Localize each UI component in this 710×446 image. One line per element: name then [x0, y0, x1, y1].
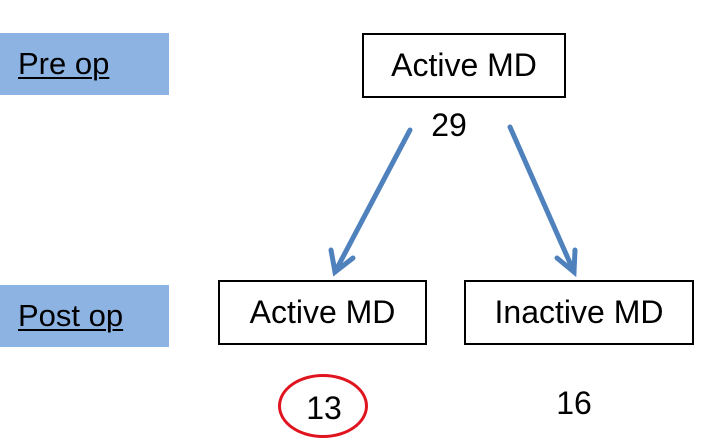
stage-label-pre-op-text: Pre op: [18, 46, 110, 81]
node-pre-op-active-md: Active MD: [362, 33, 566, 98]
node-post-op-inactive-md-label: Inactive MD: [494, 294, 664, 330]
count-pre-op-active-md: 29: [431, 107, 467, 143]
node-post-op-active-md-label: Active MD: [249, 294, 396, 330]
arrow-to-post-active: [328, 127, 413, 277]
node-post-op-inactive-md: Inactive MD: [464, 280, 694, 345]
highlight-circle: [278, 374, 368, 438]
stage-label-post-op-text: Post op: [18, 298, 124, 333]
stage-label-post-op: Post op: [0, 285, 169, 347]
stage-label-pre-op: Pre op: [0, 33, 169, 95]
node-post-op-active-md: Active MD: [218, 280, 427, 345]
arrow-to-post-inactive: [507, 124, 578, 278]
count-post-op-inactive-md: 16: [556, 385, 592, 421]
node-pre-op-active-md-label: Active MD: [391, 47, 537, 83]
count-post-op-active-md: 13: [306, 390, 342, 426]
